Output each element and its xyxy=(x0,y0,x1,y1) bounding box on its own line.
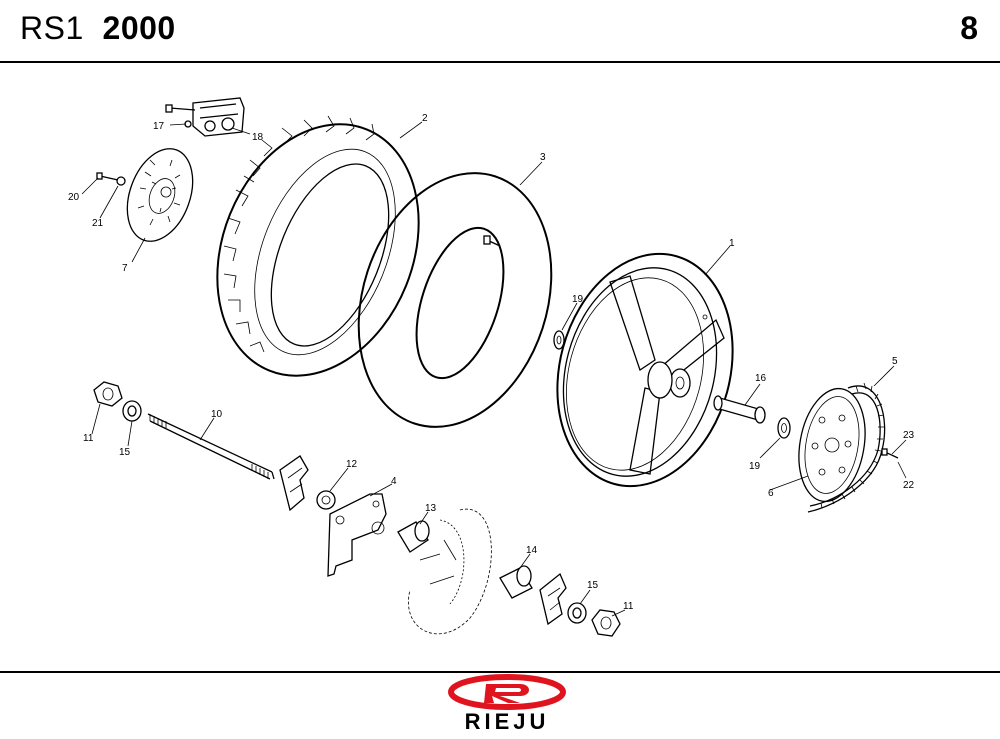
spacer-right xyxy=(777,417,791,439)
bushing-13 xyxy=(397,520,430,553)
callout-10: 10 xyxy=(211,409,223,420)
callout-12: 12 xyxy=(346,459,358,470)
callout-4: 4 xyxy=(391,476,397,487)
callout-2: 2 xyxy=(422,113,428,124)
brake-disc xyxy=(126,148,194,242)
callout-21: 21 xyxy=(92,218,104,229)
callout-18: 18 xyxy=(252,132,264,143)
callout-6: 6 xyxy=(768,488,774,499)
axle-nut-right xyxy=(591,609,621,637)
model-year: 2000 xyxy=(102,10,176,46)
callout-17: 17 xyxy=(153,121,165,132)
brake-caliper xyxy=(192,97,245,137)
callout-13: 13 xyxy=(425,503,437,514)
brand-logo: RIEJU xyxy=(448,674,566,734)
washer-left xyxy=(122,400,142,422)
footer-divider xyxy=(0,671,1000,673)
axle xyxy=(147,413,275,480)
brand-wordmark: RIEJU xyxy=(465,709,550,734)
part-callouts: 2 3 1 5 6 7 17 18 20 21 10 11 15 12 4 13… xyxy=(68,113,915,612)
callout-5: 5 xyxy=(892,356,898,367)
wheel-spacer xyxy=(713,395,766,424)
callout-20: 20 xyxy=(68,192,80,203)
callout-11-right: 11 xyxy=(623,601,634,612)
axle-nut-left xyxy=(93,381,123,407)
brake-anchor-plate xyxy=(327,493,387,577)
callout-22: 22 xyxy=(903,480,915,491)
chain-adjuster-right xyxy=(539,572,567,626)
exploded-parts-diagram: 2 3 1 5 6 7 17 18 20 21 10 11 15 12 4 13… xyxy=(68,97,915,637)
model-prefix: RS1 xyxy=(20,10,84,46)
callout-3: 3 xyxy=(540,152,546,163)
wheel-rim xyxy=(556,252,734,488)
hub-sketch xyxy=(408,508,492,635)
callout-19-left: 19 xyxy=(572,294,584,305)
callout-14: 14 xyxy=(526,545,538,556)
sprocket xyxy=(798,387,866,503)
page-footer: RIEJU xyxy=(0,674,1000,734)
model-title: RS1 2000 xyxy=(20,10,176,47)
rieju-emblem-icon xyxy=(448,674,566,710)
callout-23: 23 xyxy=(903,430,915,441)
bushing-12 xyxy=(316,490,336,510)
callout-15-right: 15 xyxy=(587,580,599,591)
callout-16: 16 xyxy=(755,373,767,384)
page-header: RS1 2000 8 xyxy=(0,0,1000,62)
callout-15-left: 15 xyxy=(119,447,131,458)
spacer-left xyxy=(553,330,565,350)
tube-valve xyxy=(483,235,501,247)
callout-11-left: 11 xyxy=(83,433,94,444)
leader-lines xyxy=(81,121,907,617)
chain-adjuster-left xyxy=(279,455,309,512)
header-divider xyxy=(0,61,1000,63)
inner-tube xyxy=(357,172,553,428)
sprocket-bolt xyxy=(881,448,899,459)
caliper-bolt xyxy=(165,104,196,128)
drive-chain xyxy=(807,382,886,513)
disc-bolt xyxy=(96,172,126,186)
tire xyxy=(216,115,420,377)
callout-19-right: 19 xyxy=(749,461,761,472)
washer-right xyxy=(567,602,587,624)
callout-1: 1 xyxy=(729,238,735,249)
bushing-14 xyxy=(499,565,533,599)
callout-7: 7 xyxy=(122,263,128,274)
page-number: 8 xyxy=(960,10,978,46)
